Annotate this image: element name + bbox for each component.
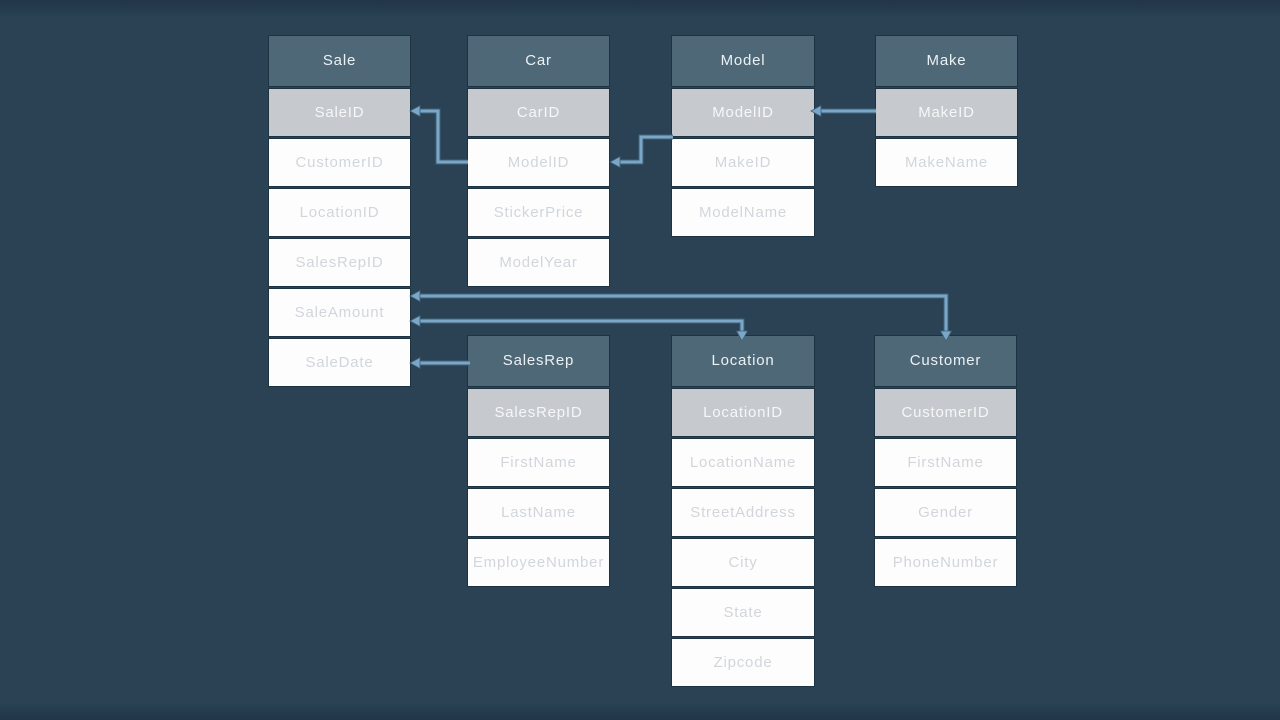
field: StreetAddress (672, 489, 814, 536)
connector-sale-to-customer (409, 289, 953, 342)
field: LocationID (269, 189, 410, 236)
primary-key-field: LocationID (672, 389, 814, 436)
field: ModelYear (468, 239, 609, 286)
arrowhead-icon (409, 356, 421, 370)
field: MakeID (672, 139, 814, 186)
field: State (672, 589, 814, 636)
table-title: Model (672, 36, 814, 86)
primary-key-field: CarID (468, 89, 609, 136)
table-title: Make (876, 36, 1017, 86)
arrowhead-icon (609, 155, 621, 169)
field: Gender (875, 489, 1016, 536)
table-title: Sale (269, 36, 410, 86)
connector-sale-saleid-to-car-modelid (409, 104, 468, 165)
connector-model-modelid-to-make-makeid (810, 104, 876, 118)
field: ModelName (672, 189, 814, 236)
field: SaleAmount (269, 289, 410, 336)
field: City (672, 539, 814, 586)
field: LastName (468, 489, 609, 536)
field: MakeName (876, 139, 1017, 186)
field: ModelID (468, 139, 609, 186)
table-title: Location (672, 336, 814, 386)
field: FirstName (468, 439, 609, 486)
connector-sale-saledate-to-salesrep (409, 356, 470, 370)
field: CustomerID (269, 139, 410, 186)
field: SaleDate (269, 339, 410, 386)
connector-car-modelid-to-model (609, 134, 673, 169)
field: Zipcode (672, 639, 814, 686)
field: LocationName (672, 439, 814, 486)
primary-key-field: SaleID (269, 89, 410, 136)
table-title: SalesRep (468, 336, 609, 386)
primary-key-field: MakeID (876, 89, 1017, 136)
arrowhead-icon (409, 104, 421, 118)
field: SalesRepID (269, 239, 410, 286)
field: EmployeeNumber (468, 539, 609, 586)
field: StickerPrice (468, 189, 609, 236)
field: FirstName (875, 439, 1016, 486)
primary-key-field: CustomerID (875, 389, 1016, 436)
table-title: Car (468, 36, 609, 86)
primary-key-field: ModelID (672, 89, 814, 136)
table-title: Customer (875, 336, 1016, 386)
arrowhead-icon (409, 289, 421, 303)
primary-key-field: SalesRepID (468, 389, 609, 436)
field: PhoneNumber (875, 539, 1016, 586)
arrowhead-icon (409, 314, 421, 328)
